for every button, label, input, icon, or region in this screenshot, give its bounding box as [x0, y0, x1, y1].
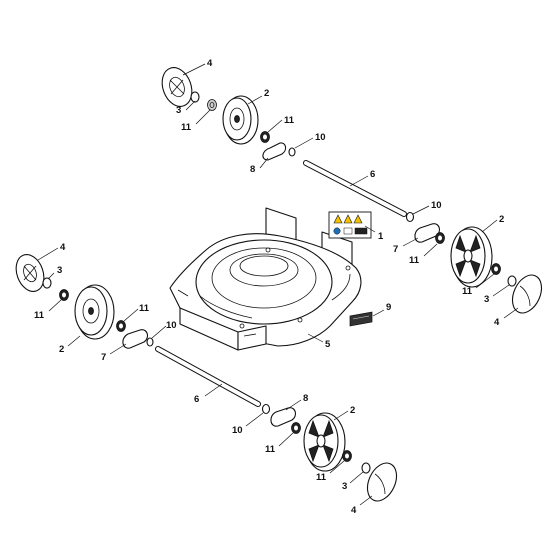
callout-9: 9 [386, 302, 391, 313]
callout-11: 11 [462, 286, 473, 297]
hub-cap-rear-right [511, 274, 543, 314]
callout-11: 11 [409, 255, 420, 266]
washer-front-left-outer [59, 289, 69, 301]
washer-rear-axle-left [288, 147, 296, 157]
nut-front-right [361, 462, 371, 474]
nut-rear-left [190, 91, 200, 103]
callout-10: 10 [315, 132, 326, 143]
callout-7: 7 [101, 352, 106, 363]
callout-10: 10 [431, 200, 442, 211]
callout-4: 4 [351, 505, 357, 516]
washer-rear-left-outer [207, 99, 217, 111]
washer-front-axle-right [261, 403, 271, 415]
clip-front-right [270, 407, 297, 427]
callout-11: 11 [284, 115, 295, 126]
callout-1: 1 [378, 231, 384, 242]
leader-lines [37, 63, 519, 506]
nut-front-left [42, 277, 52, 289]
callout-10: 10 [232, 425, 243, 436]
axle-rear [303, 160, 407, 217]
wheel-front-left [74, 284, 115, 340]
callout-8: 8 [250, 164, 255, 175]
callout-3: 3 [176, 105, 181, 116]
callout-11: 11 [265, 444, 276, 455]
callout-5: 5 [325, 339, 331, 350]
callout-6: 6 [194, 394, 199, 405]
callout-11: 11 [181, 122, 192, 133]
callout-8: 8 [303, 393, 308, 404]
wheel-front-right [303, 412, 346, 472]
mower-deck [169, 207, 362, 351]
callout-3: 3 [342, 481, 347, 492]
bushing-front-left [116, 320, 126, 332]
callout-6: 6 [370, 169, 375, 180]
bushing-front-right [291, 422, 301, 434]
wheel-rear-right [450, 226, 493, 288]
callout-7: 7 [393, 244, 398, 255]
callout-2: 2 [499, 214, 504, 225]
callout-2: 2 [350, 405, 355, 416]
washer-rear-axle-right [405, 211, 415, 223]
callout-3: 3 [484, 294, 489, 305]
washer-rear-right-outer [491, 263, 501, 275]
hub-cap-front-right [366, 462, 398, 502]
hub-cap-front-left [15, 254, 45, 292]
callout-3: 3 [57, 265, 62, 276]
callout-2: 2 [59, 344, 64, 355]
hub-cap-rear-left [161, 67, 193, 107]
callout-2: 2 [264, 88, 269, 99]
callout-4: 4 [207, 58, 213, 69]
callout-11: 11 [316, 472, 327, 483]
callout-11: 11 [139, 303, 150, 314]
bushing-rear-right [435, 232, 445, 244]
callout-4: 4 [494, 317, 500, 328]
callout-4: 4 [60, 242, 66, 253]
nut-rear-right [507, 275, 517, 287]
wheel-rear-left [222, 95, 259, 145]
clip-rear-left [262, 142, 287, 161]
brand-plate [349, 311, 373, 327]
axle-front [155, 346, 261, 407]
bushing-rear-left [260, 131, 270, 143]
callout-10: 10 [166, 320, 177, 331]
callout-labels: 4 3 11 2 11 10 8 6 10 1 2 7 11 11 3 4 9 … [34, 58, 504, 516]
washer-front-right-outer [342, 450, 352, 462]
warning-decal [328, 211, 372, 239]
washer-front-axle-left [146, 337, 154, 347]
callout-11: 11 [34, 310, 45, 321]
clip-front-left [122, 329, 149, 349]
